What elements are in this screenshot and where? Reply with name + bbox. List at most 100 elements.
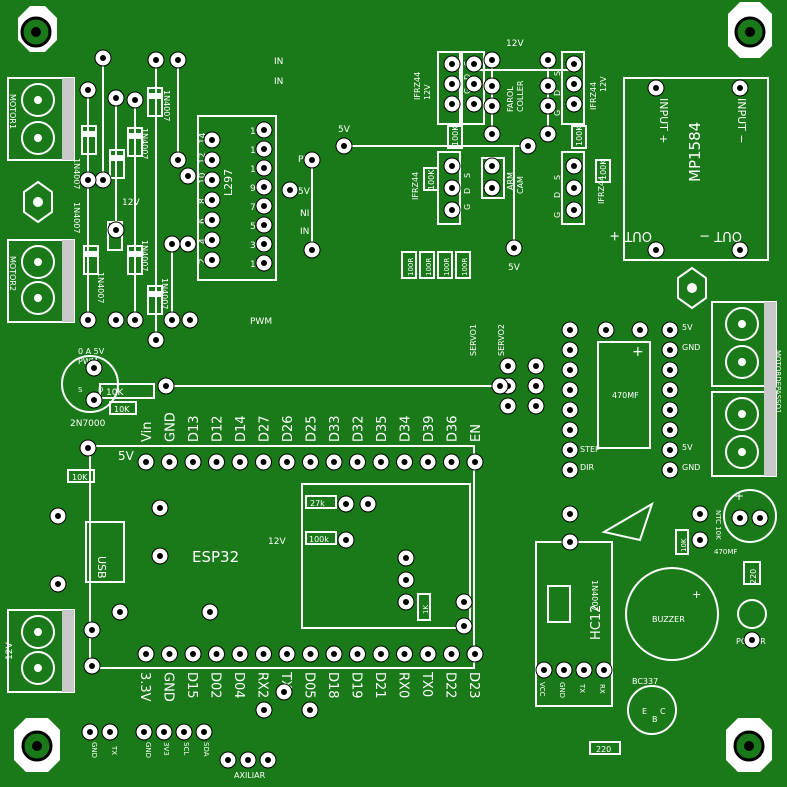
bc-e-label: E [642, 707, 647, 716]
gds-s-3: S [553, 175, 562, 180]
l297-right-label-0: 15 [250, 127, 261, 137]
pad-72-hole [667, 367, 673, 373]
ntc-cap-plus: + [734, 489, 744, 503]
l297-right-pin-1-hole [261, 146, 267, 152]
l297-left-label-2: 10 [198, 172, 208, 184]
usb-label: USB [95, 556, 108, 579]
esp-top-pin-9-hole [354, 459, 361, 465]
diode-label-2: 1N4007 [72, 202, 81, 233]
pad-121-hole [737, 515, 743, 521]
pad-74-hole [667, 407, 673, 413]
pads-layer [49, 49, 769, 769]
servo-headers: SERVO1 SERVO2 STEP DIR 5V GND 5V GND [469, 323, 700, 472]
l297-left-label-6: 2 [198, 258, 208, 264]
pad-91-hole [343, 501, 349, 507]
esp-top-label-2: D13 [187, 415, 202, 442]
pad-90-hole [89, 663, 95, 669]
l297-right-label-4: 7 [250, 203, 256, 213]
r27k-label: 27k [310, 499, 325, 508]
motor1-label: MOTOR1 [8, 94, 17, 129]
diode-label-3: 1N4007 [96, 272, 105, 303]
hc-vcc-label: VCC [538, 682, 546, 697]
pad-62-hole [567, 327, 573, 333]
r10k-label-2: 10K [72, 473, 88, 482]
esp-top-pin-3-hole [213, 459, 220, 465]
diode-area-12v-label: 12V [122, 198, 140, 208]
pad-68-hole [567, 447, 573, 453]
v5-label-l297: 5V [298, 187, 311, 197]
hc-tx-label: TX [578, 683, 586, 693]
gds-s-4: S [553, 71, 562, 76]
ntc-capacitor: 470MF NTC 10K 10K + [675, 489, 777, 556]
step-label: STEP [580, 445, 600, 454]
esp-bottom-pin-3-hole [213, 651, 220, 657]
hc12-diode-label: 1N4007 [590, 580, 599, 611]
pad-29-hole [471, 81, 477, 87]
pad-76-hole [667, 447, 673, 453]
pad-18-hole [187, 317, 193, 323]
gds-d-1: D [463, 74, 472, 80]
pad-41-hole [489, 185, 495, 191]
pad-97-hole [461, 599, 467, 605]
esp-bottom-pin-2-hole [190, 651, 196, 657]
esp-top-pin-7-hole [307, 459, 314, 465]
esp-top-label-6: D26 [281, 415, 296, 442]
pwm-label-bottom: PWM [250, 317, 272, 327]
pad-109-hole [107, 729, 113, 735]
gds-d-3: D [553, 192, 562, 198]
pad-54-hole [505, 363, 511, 369]
gds-g-1: G [463, 88, 472, 94]
pad-64-hole [567, 367, 573, 373]
pad-65-hole [567, 387, 573, 393]
pad-56-hole [505, 403, 511, 409]
input-plus-label: INPUT + [657, 98, 670, 144]
pad-53-hole [737, 247, 743, 253]
l297-right-pin-5-hole [261, 222, 267, 228]
l297-left-label-4: 6 [198, 218, 208, 224]
pad-26-hole [449, 81, 455, 87]
pad-73-hole [667, 387, 673, 393]
pad-88-hole [207, 609, 213, 615]
header-5v-bottom: 5V [682, 443, 693, 452]
farol-label: FAROL [506, 86, 515, 112]
esp-bottom-pin-13-hole [448, 651, 455, 657]
pad-44-hole [545, 83, 551, 89]
pad-89-hole [89, 627, 95, 633]
mounting-hole-bottom-right [726, 718, 772, 772]
l297-left-pin-1-hole [209, 157, 215, 163]
oa5v-label: 0 A 5V [78, 347, 105, 356]
diode-label-7: 1N4007 [160, 278, 169, 309]
diode-bank-left [81, 58, 179, 340]
gds-s-2: S [463, 173, 472, 178]
pad-115-hole [245, 757, 251, 763]
pad-0-hole [100, 55, 106, 61]
ifrz44-12v-label-2: 12V [599, 76, 608, 92]
l297-right-pin-0-hole [261, 127, 267, 133]
pad-119-hole [749, 637, 755, 643]
gds-g-4: G [553, 110, 562, 116]
pad-19-hole [309, 157, 315, 163]
v5-esp-label: 5V [118, 449, 135, 463]
l297-left-pin-4-hole [209, 217, 215, 223]
esp-bottom-label-13: D22 [443, 672, 458, 699]
coller-label: COLLER [516, 80, 525, 112]
esp32-12v-label: 12V [268, 537, 286, 547]
pad-25-hole [449, 61, 455, 67]
resistor-100r-labels: 100R 100R 100R 100R [407, 258, 469, 276]
r100r-1: 100R [407, 258, 415, 276]
r220-label: 220 [749, 569, 758, 584]
esp-bottom-pin-0-hole [143, 651, 149, 657]
l297-label: L297 [222, 169, 235, 196]
pad-107-hole [281, 689, 287, 695]
r220b-label: 220 [596, 745, 611, 754]
esp-top-pin-14-hole [472, 459, 478, 465]
resistor-100r-bank [401, 251, 471, 279]
pad-13-hole [113, 95, 119, 101]
pad-9-hole [169, 317, 175, 323]
pad-60-hole [603, 327, 609, 333]
esp-bottom-label-2: D15 [184, 672, 199, 699]
pad-23-hole [525, 143, 531, 149]
pad-61-hole [637, 327, 643, 333]
pad-105-hole [261, 707, 267, 713]
l297-right-pin-4-hole [261, 203, 267, 209]
